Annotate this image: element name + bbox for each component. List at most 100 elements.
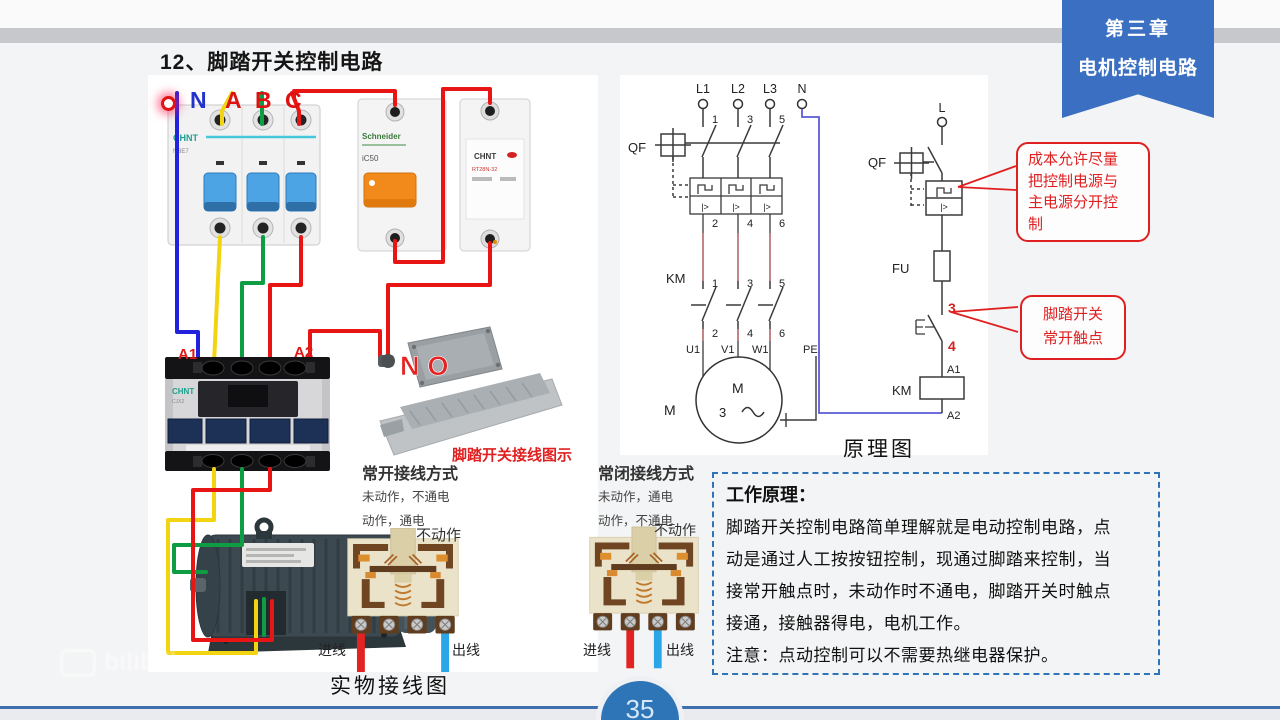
nc-wire-in-label: 进线 [583,642,611,658]
principle-line-1: 脚踏开关控制电路简单理解就是电动控制电路，点 [726,518,1111,537]
label-a1: A1 [178,346,197,363]
pedal-mechanism-no [346,528,460,673]
pedal-photo-caption: 脚踏开关接线图示 [452,447,573,464]
label-phase-n: N [190,87,207,113]
no-block-title: 常开接线方式 [362,466,459,483]
working-principle-box: 工作原理： 脚踏开关控制电路简单理解就是电动控制电路，点 动是通过人工按按钮控制… [712,472,1160,675]
wire-fuse-to-pedal [386,241,492,361]
contact-3: 3 [948,300,956,316]
num-2a: 2 [712,218,718,230]
main-breaker: CHNT NBE7 [167,104,321,246]
contactor-brand: CHNT [172,387,194,396]
callout1-line2: 把控制电源与 [1028,172,1119,190]
term-l1: L1 [696,82,710,96]
thermal-trip-block [689,177,783,215]
bilibili-logo-icon [60,648,96,677]
no-block-on: 动作，通电 [362,514,425,528]
motor-feed-lines [702,329,771,376]
km-label: KM [666,271,686,286]
main-breaker-model: NBE7 [173,149,189,155]
num-3b: 3 [747,278,753,290]
trip-sym-4: |> [940,202,948,212]
no-block-off: 未动作，不通电 [362,490,450,504]
num-5a: 5 [779,114,785,126]
neutral-wire [801,109,942,414]
chapter-ribbon: 第三章 电机控制电路 [1062,0,1214,118]
wire-neutral-blue [175,91,200,365]
watermark: bilibili [60,648,176,677]
control-branch: L QF |> [868,101,965,422]
watermark-text: bilibili [104,648,177,676]
wire-motor-green [172,467,244,574]
foot-pedal-photo: NO [378,326,563,456]
principle-line-5: 注意：点动控制可以不需要热继电器保护。 [726,646,1059,665]
term-l3: L3 [763,82,777,96]
wire-a2-to-pedal [308,329,382,363]
principle-line-3: 接常开触点时，未动作时不通电，脚踏开关时触点 [726,582,1111,601]
motor-m: M [732,380,744,396]
principle-title: 工作原理： [726,485,816,505]
pedal-mechanism-nc [588,526,700,669]
callout-control-power: 成本允许尽量 把控制电源与 主电源分开控 制 [1016,142,1150,242]
callout1-line3: 主电源分开控 [1028,194,1119,211]
num-1a: 1 [712,114,718,126]
phase-wires [175,87,492,365]
wire-a-yellow-top [220,91,234,126]
ctrl-qf-label: QF [868,155,886,170]
term-l2: L2 [731,82,745,96]
pedal-tread-lines [409,382,533,426]
nc-block-title: 常闭接线方式 [598,466,695,483]
callout1-line4: 制 [1028,215,1044,233]
chapter-title: 电机控制电路 [1077,58,1198,79]
wire-motor-red [191,467,274,642]
page-number: 35 [625,694,655,720]
contactor: CHNT CJX2 [165,357,330,471]
wire-c-red-top [290,91,301,126]
coil-a1: A1 [947,364,960,376]
pe-line [780,356,817,427]
ctrl-km-label: KM [892,383,912,398]
schneider-brand: Schneider [362,132,401,141]
motor-label: M [664,402,676,418]
nc-block-state: 不动作 [654,522,696,538]
label-phase-a: A [225,87,242,113]
trip-sym-1: |> [701,202,709,212]
num-4a: 4 [747,218,753,230]
qf-label: QF [628,140,646,155]
physical-caption: 实物接线图 [330,675,450,698]
qf-main-breaker [655,109,784,198]
principle-line-2: 动是通过人工按按钮控制，现通过脚踏来控制，当 [726,550,1111,569]
schneider-model: iC50 [362,154,379,163]
power-terminals: L1 L2 L3 N [696,82,808,110]
term-n: N [797,82,806,96]
term-pe: PE [803,344,818,356]
chapter-number: 第三章 [1104,19,1171,40]
wire-c-red-mid [268,235,303,365]
ctrl-l: L [939,101,946,115]
laser-pointer-dot [161,96,176,111]
trip-sym-2: |> [732,202,740,212]
term-u1: U1 [686,344,700,356]
output-wires [166,467,274,655]
motor-symbol: M 3 M [664,356,783,444]
nc-wire-out-blue [653,628,662,669]
term-v1: V1 [721,344,734,356]
num-2b: 2 [712,328,718,340]
label-phase-b: B [255,87,272,113]
top-gray-band [0,28,1280,43]
fuse-model: RT28N-32 [472,167,497,173]
phase-labels: N A B C A1 A2 [178,87,313,363]
schematic-drawing: L1 L2 L3 N QF 1 3 5 [628,82,965,444]
schneider-breaker: Schneider iC50 [357,98,447,252]
page-title: 12、脚踏开关控制电路 [160,51,384,74]
no-wire-out-blue [441,631,450,673]
breaker-toggles [203,172,317,212]
contact-4: 4 [948,338,956,354]
num-4b: 4 [747,328,753,340]
wire-motor-yellow [166,467,258,655]
schematic-caption: 原理图 [843,438,915,461]
term-w1: W1 [752,344,769,356]
motor-3: 3 [719,405,726,420]
label-a2: A2 [294,344,313,361]
